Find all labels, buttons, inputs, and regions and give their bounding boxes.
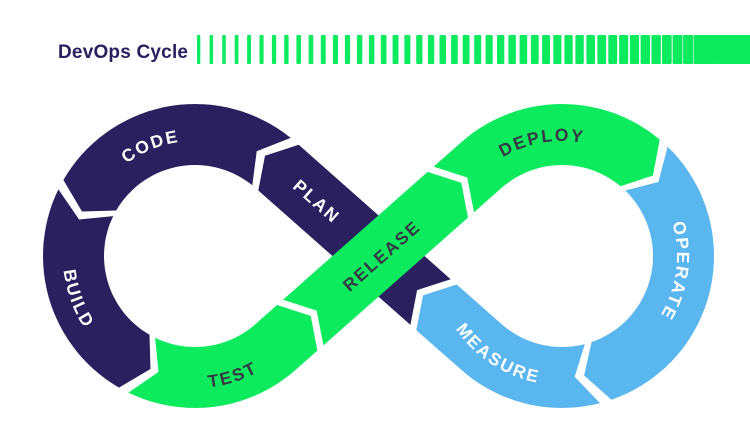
bar-tick — [553, 35, 562, 64]
bar-tick — [672, 35, 683, 64]
segment-release — [283, 171, 468, 346]
bar-tick — [234, 35, 239, 64]
bar-tick — [640, 35, 650, 64]
bar-tick — [497, 35, 505, 64]
bar-tick — [703, 35, 715, 64]
bar-tick — [746, 35, 750, 64]
barcode-fade-decoration — [197, 35, 750, 64]
bar-tick — [427, 35, 435, 64]
bar-tick — [608, 35, 618, 64]
bar-tick — [392, 35, 399, 64]
bar-tick — [320, 35, 326, 64]
bar-tick — [619, 35, 629, 64]
bar-tick — [586, 35, 595, 64]
segment-test — [128, 305, 318, 408]
bar-tick — [597, 35, 607, 64]
bar-tick — [575, 35, 584, 64]
bar-tick — [651, 35, 661, 64]
bar-tick — [368, 35, 375, 64]
bar-tick — [416, 35, 423, 64]
bar-tick — [485, 35, 493, 64]
segment-build — [43, 189, 151, 388]
bar-tick — [259, 35, 264, 64]
page-title: DevOps Cycle — [58, 42, 188, 63]
bar-tick — [714, 35, 726, 64]
bar-tick — [197, 35, 201, 64]
bar-tick — [683, 35, 694, 64]
bar-tick — [508, 35, 516, 64]
segment-measure — [416, 284, 601, 408]
bar-tick — [344, 35, 351, 64]
bar-tick — [222, 35, 226, 64]
segment-operate — [584, 146, 714, 400]
bar-tick — [629, 35, 640, 64]
bar-tick — [209, 35, 214, 64]
bar-tick — [542, 35, 550, 64]
infinity-loop: PLAN CODE BUILD TEST RELEASE DEPLOY OPER… — [43, 104, 714, 408]
bar-tick — [735, 35, 747, 64]
bar-tick — [662, 35, 672, 64]
bar-tick — [564, 35, 573, 64]
bar-tick — [308, 35, 314, 64]
bar-tick — [693, 35, 705, 64]
bar-tick — [356, 35, 363, 64]
bar-tick — [284, 35, 289, 64]
bar-tick — [404, 35, 411, 64]
bar-tick — [462, 35, 470, 64]
segment-plan — [258, 144, 451, 325]
bar-tick — [247, 35, 251, 64]
bar-tick — [439, 35, 446, 64]
bar-tick — [332, 35, 338, 64]
bar-tick — [296, 35, 301, 64]
bar-tick — [271, 35, 277, 64]
bar-tick — [380, 35, 387, 64]
bar-tick — [451, 35, 458, 64]
segment-code — [63, 104, 291, 212]
segment-deploy — [433, 104, 660, 213]
bar-tick — [530, 35, 539, 64]
bar-tick — [519, 35, 528, 64]
bar-tick — [724, 35, 736, 64]
bar-tick — [474, 35, 482, 64]
